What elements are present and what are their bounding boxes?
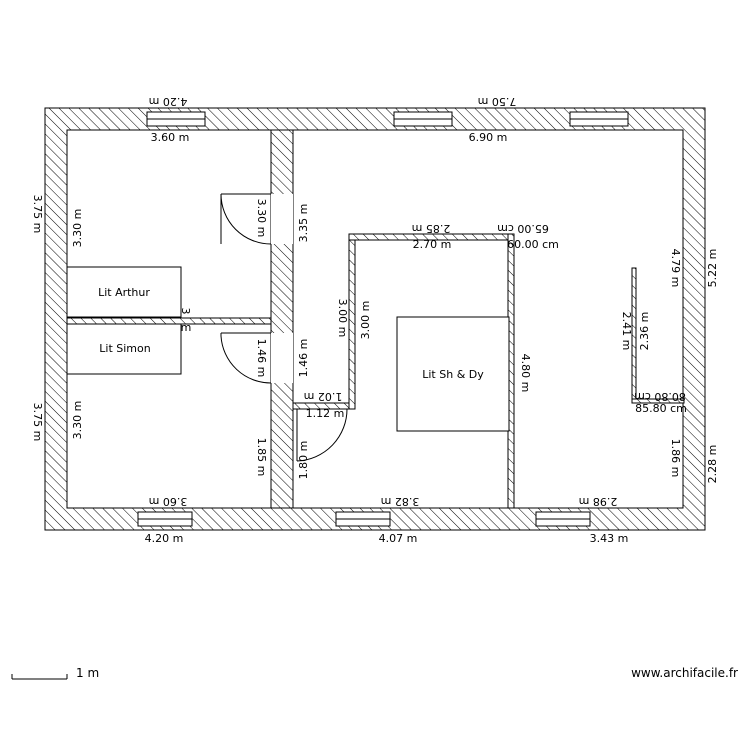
door-opening-upper — [271, 194, 293, 244]
door-swing-lower — [220, 335, 272, 384]
dim-bottom-right-exterior: 3.43 m — [590, 532, 629, 545]
dim-top-right-interior: 6.90 m — [469, 131, 508, 144]
scale-bar: 1 m — [11, 666, 99, 680]
dim-left-lower-exterior: 3.75 m — [31, 403, 44, 442]
dim-closet-241: 2.41 m — [620, 312, 633, 351]
dim-right-479: 4.79 m — [669, 249, 682, 288]
exterior-wall — [44, 107, 706, 531]
credit-link[interactable]: www.archifacile.fr — [631, 666, 738, 680]
dim-closet-8080: 80.80 cm — [634, 390, 686, 403]
dim-bottom-right-interior: 2.98 m — [579, 495, 618, 508]
dim-center-top-outer: 2.85 m — [412, 222, 451, 235]
dim-top-left-exterior: 4.20 m — [149, 95, 188, 108]
label-lit-simon: Lit Simon — [99, 342, 150, 355]
dim-step-102: 1.02 m — [304, 390, 343, 403]
dim-closet-236: 2.36 m — [638, 312, 651, 351]
dim-corridor-lower-right: 1.80 m — [297, 441, 310, 480]
dim-corridor-mid-left: 1.46 m — [255, 339, 268, 378]
dim-corridor-upper: 3.35 m — [297, 204, 310, 243]
dim-center-top-inner: 2.70 m — [413, 238, 452, 251]
scale-label: 1 m — [76, 666, 99, 680]
dim-right-228: 2.28 m — [706, 445, 719, 484]
dim-bottom-middle-interior: 3.82 m — [381, 495, 420, 508]
dim-left-lower-interior: 3.30 m — [71, 401, 84, 440]
label-lit-arthur: Lit Arthur — [98, 286, 150, 299]
dim-center-wall-outer: 3.00 m — [336, 299, 349, 338]
dim-corridor-lower-left: 1.85 m — [255, 438, 268, 477]
dim-right-186: 1.86 m — [669, 439, 682, 478]
dim-center-right-60: 60.00 cm — [507, 238, 559, 251]
dim-right-522: 5.22 m — [706, 249, 719, 288]
closet-wall-horizontal — [631, 398, 685, 404]
dim-bottom-left-exterior: 4.20 m — [145, 532, 184, 545]
dim-small-3: 3 — [179, 308, 192, 315]
bed-simon — [66, 323, 182, 375]
door-swing-bottom — [296, 408, 348, 462]
dim-center-wall-inner: 3.00 m — [359, 301, 372, 340]
dim-corridor-mid-right: 1.46 m — [297, 339, 310, 378]
dim-center-right-wall: 4.80 m — [519, 354, 532, 393]
dim-left-upper-interior: 3.30 m — [71, 209, 84, 248]
dim-small-m: m — [181, 321, 192, 334]
dim-closet-8580: 85.80 cm — [635, 402, 687, 415]
partition-wall-bedrooms — [66, 317, 272, 325]
dim-top-right-exterior: 7.50 m — [478, 95, 517, 108]
dim-door-upper: 3.30 m — [255, 199, 268, 238]
dim-center-right-65: 65.00 cm — [497, 222, 549, 235]
bed-arthur — [66, 266, 182, 318]
dim-bottom-middle-exterior: 4.07 m — [379, 532, 418, 545]
label-lit-master: Lit Sh & Dy — [422, 368, 484, 381]
door-swing-upper — [220, 193, 272, 245]
dim-top-left-interior: 3.60 m — [151, 131, 190, 144]
dim-left-upper-exterior: 3.75 m — [31, 195, 44, 234]
door-opening-lower — [271, 333, 293, 383]
partition-wall-left-corridor — [270, 129, 294, 509]
dim-step-112: 1.12 m — [306, 407, 345, 420]
bed-master — [396, 316, 510, 432]
dim-bottom-left-interior: 3.60 m — [149, 495, 188, 508]
